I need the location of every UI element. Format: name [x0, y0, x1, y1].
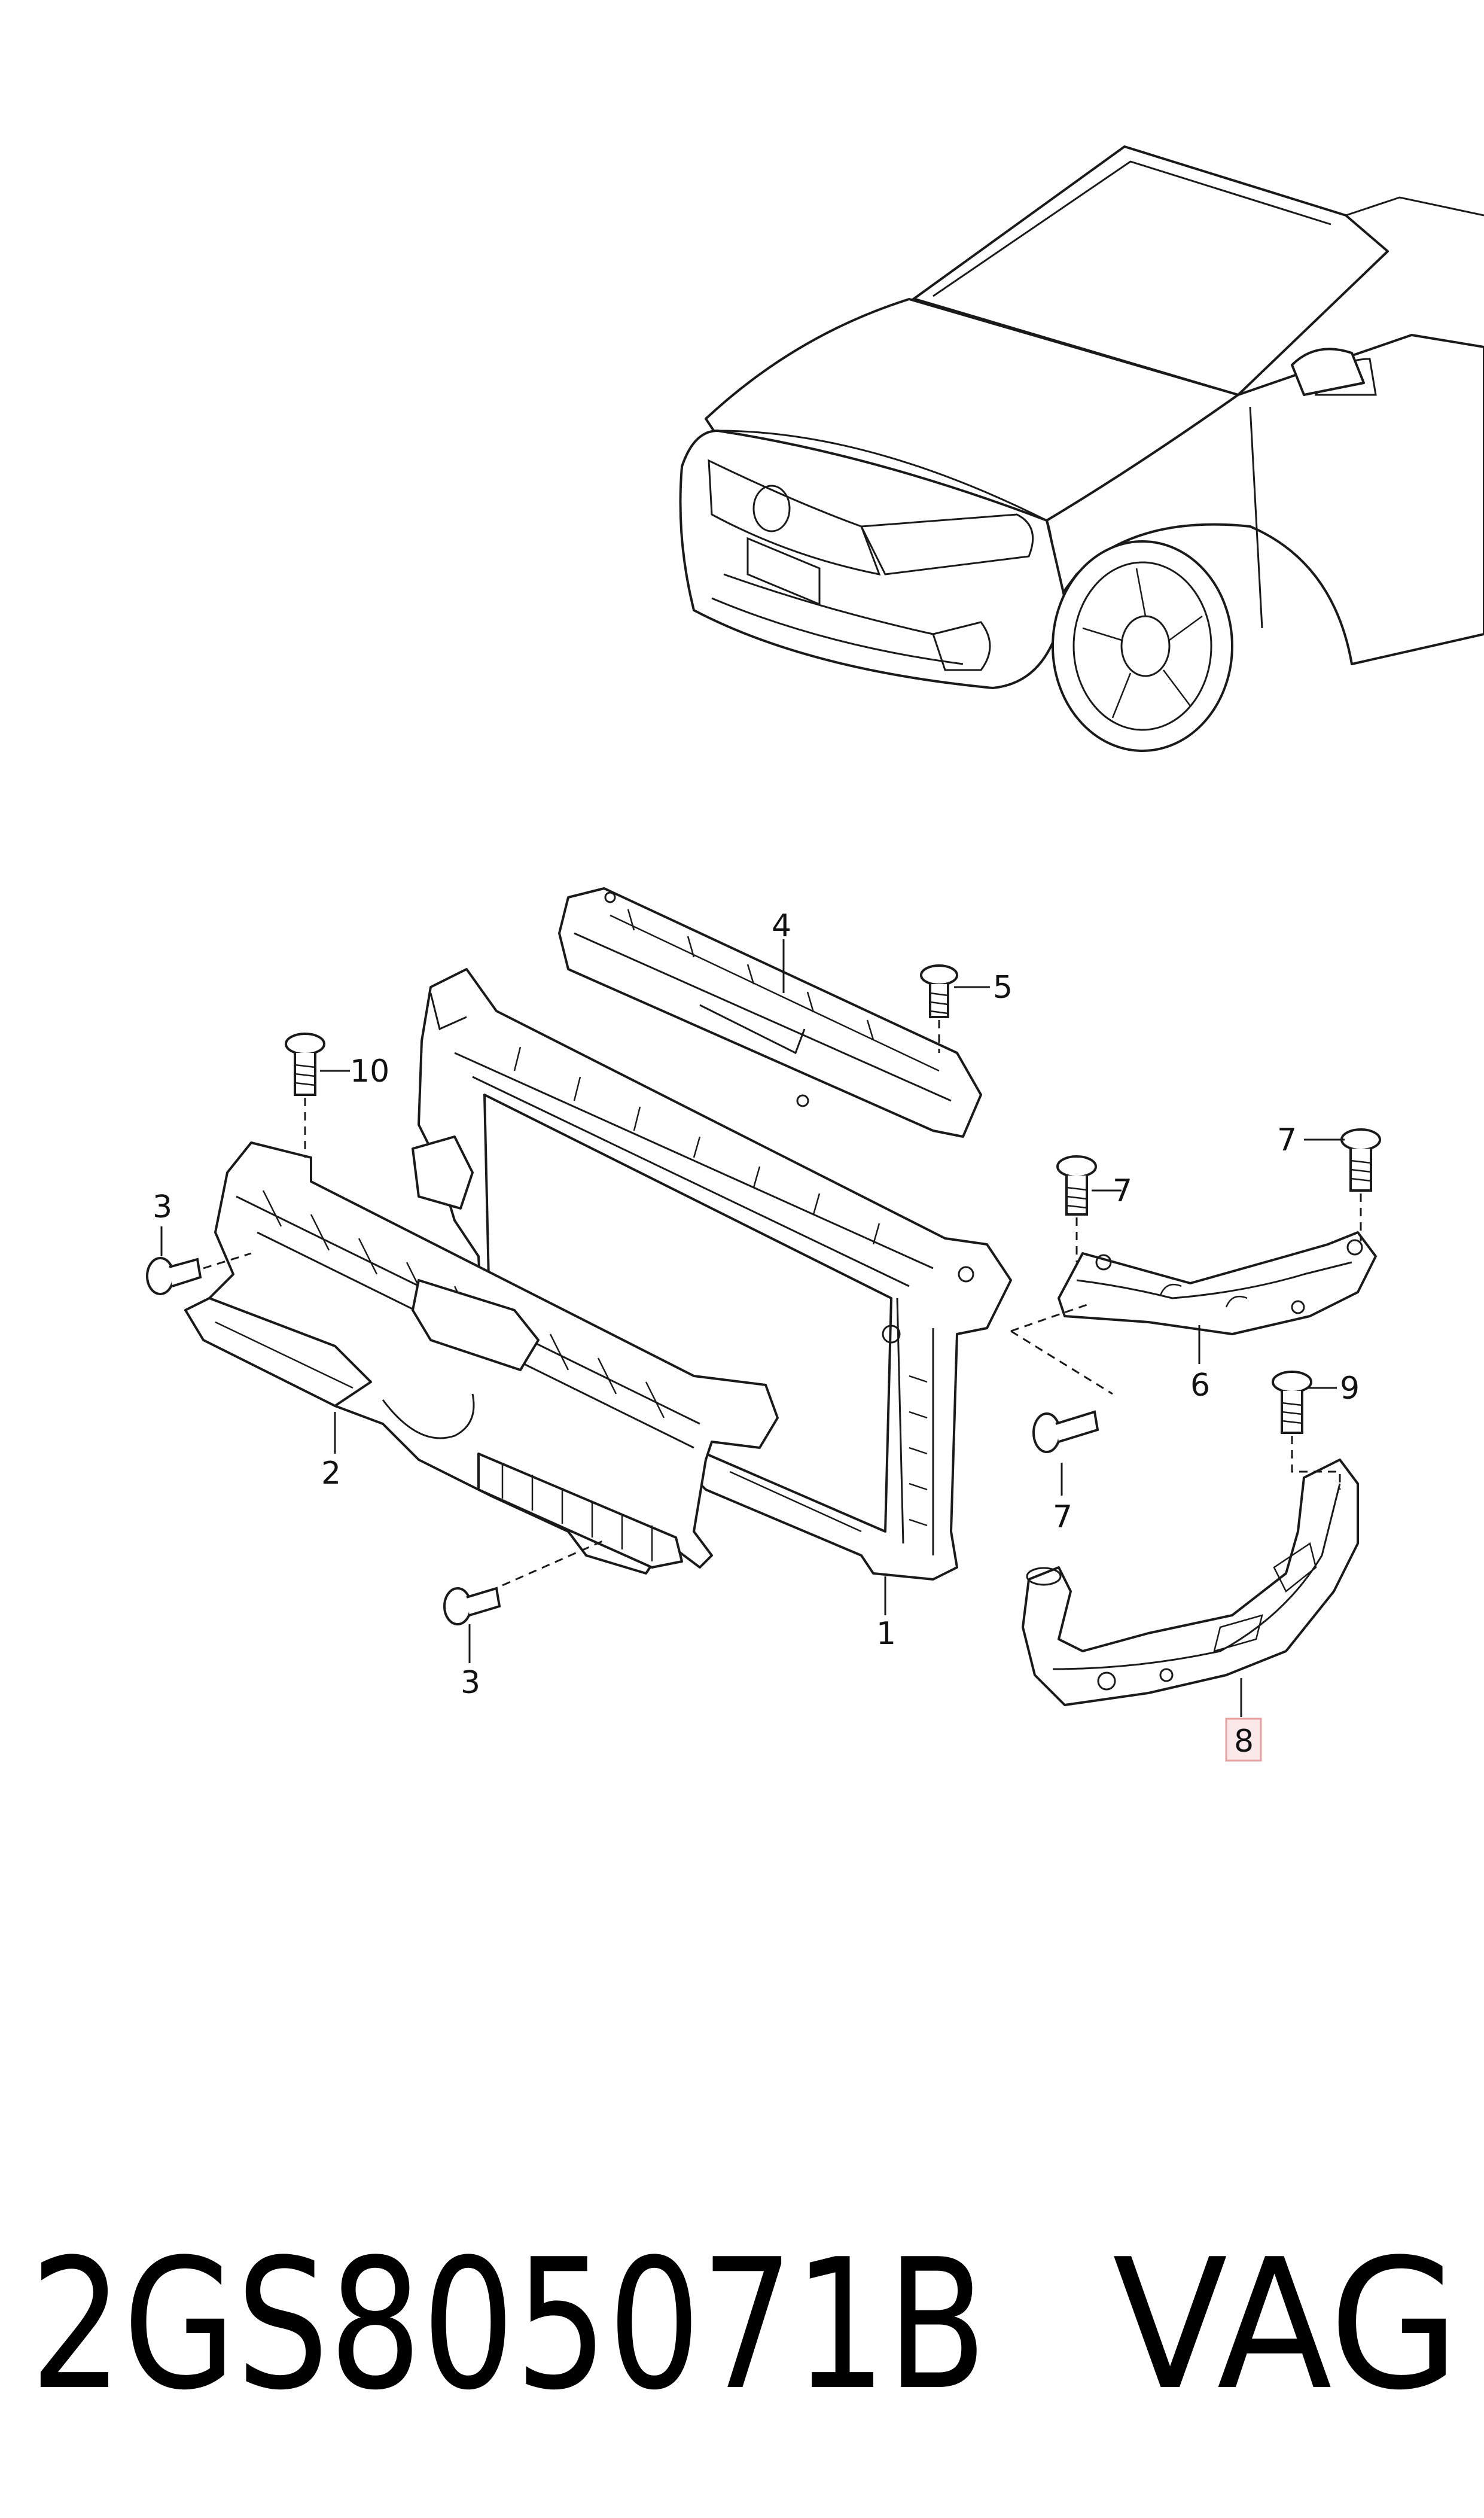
screw-3-bottom	[443, 1587, 501, 1625]
callout-9: 9	[1340, 1371, 1360, 1406]
callout-3-top: 3	[153, 1189, 172, 1225]
screw-9	[1272, 1371, 1312, 1434]
part-2-bumper-carrier	[184, 1141, 779, 1575]
screw-5	[920, 964, 958, 1018]
car-front-illustration	[679, 145, 1484, 752]
part-number: 2GS805071B	[30, 2221, 987, 2429]
callout-5: 5	[993, 970, 1013, 1006]
callout-7-a: 7	[1113, 1173, 1132, 1209]
callout-7-b: 7	[1277, 1122, 1297, 1158]
callout-1: 1	[876, 1616, 896, 1652]
brand-name: VAG	[1113, 2221, 1459, 2429]
screw-7-c	[1032, 1410, 1099, 1453]
part-1-radiator-frame	[412, 968, 1012, 1581]
callout-8-highlight-box	[1225, 1718, 1262, 1762]
callout-labels: 4 5 10 3 7 7 6 9 7 2 1 3 8	[153, 908, 1360, 1762]
screw-10	[285, 1033, 325, 1096]
callout-7-c: 7	[1053, 1499, 1072, 1535]
leader-lines	[160, 939, 1362, 1717]
screw-3-top	[146, 1257, 202, 1295]
callout-10: 10	[350, 1054, 389, 1089]
screw-7-b	[1340, 1128, 1381, 1192]
callout-2: 2	[321, 1456, 341, 1491]
callout-4: 4	[772, 908, 791, 944]
callout-8: 8	[1234, 1724, 1254, 1759]
part-8-lower-bracket	[1022, 1459, 1359, 1706]
callout-3-bottom: 3	[461, 1665, 480, 1701]
part-6-upper-bracket	[1058, 1231, 1377, 1335]
screw-7-a	[1056, 1155, 1097, 1216]
part-4-upper-bar	[558, 887, 982, 1138]
callout-6: 6	[1190, 1368, 1210, 1403]
